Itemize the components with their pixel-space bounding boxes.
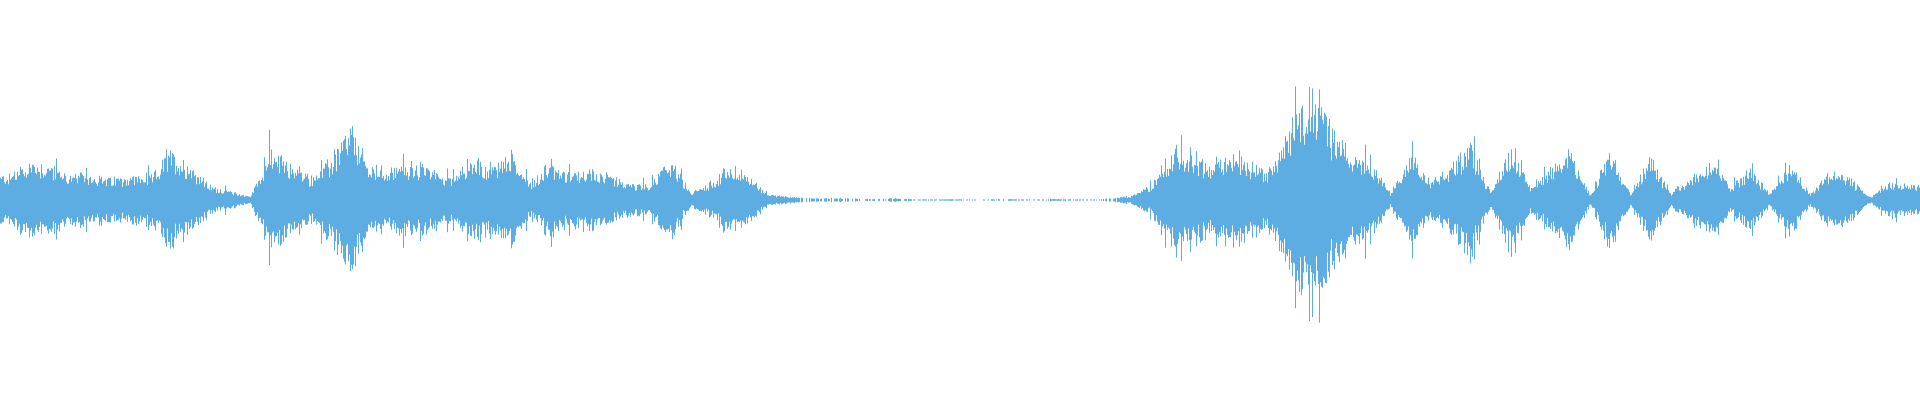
waveform-segment	[1003, 199, 1020, 201]
waveform-segment	[0, 171, 20, 230]
waveform-segment	[1740, 163, 1760, 236]
waveform-segment	[883, 198, 900, 202]
waveform-segment	[40, 158, 60, 240]
waveform-segment	[740, 169, 760, 228]
waveform-segment	[440, 168, 460, 233]
waveform-segment	[1700, 159, 1720, 236]
waveform-segment	[1780, 162, 1800, 239]
waveform-segment	[1580, 178, 1600, 222]
waveform-segment	[1300, 87, 1320, 323]
waveform-segment	[940, 199, 960, 201]
waveform-segment	[1480, 169, 1500, 232]
waveform-segment	[1320, 107, 1340, 288]
waveform-segment	[140, 165, 160, 231]
waveform-segment	[1340, 140, 1360, 259]
waveform-segment	[200, 176, 220, 223]
waveform-segment	[983, 199, 1000, 201]
waveform-segment	[1600, 153, 1620, 248]
waveform-segment	[600, 172, 620, 226]
waveform-segment	[500, 149, 520, 249]
waveform-segment	[1880, 178, 1900, 223]
waveform-segment	[400, 153, 420, 248]
waveform-segment	[340, 126, 360, 271]
waveform-segment	[160, 149, 180, 249]
waveform-segment	[100, 176, 120, 226]
waveform-segment	[1420, 173, 1440, 228]
waveform-segment	[260, 130, 280, 265]
waveform-segment	[700, 174, 720, 228]
waveform-segment	[1860, 189, 1880, 211]
waveform-segment	[780, 195, 800, 205]
waveform-segment	[460, 158, 480, 242]
waveform-segment	[1440, 155, 1460, 245]
waveform-segment	[640, 174, 660, 226]
waveform-segment	[20, 163, 40, 238]
waveform-segment	[1360, 144, 1380, 259]
waveform-segment	[1120, 192, 1140, 208]
waveform-segment	[80, 167, 100, 233]
waveform-segment	[1042, 198, 1060, 202]
waveform-segment	[520, 169, 540, 232]
waveform-segment	[1460, 136, 1480, 264]
waveform-segment	[1140, 174, 1160, 225]
waveform-bars	[0, 86, 1920, 323]
waveform-segment	[1640, 157, 1660, 241]
waveform-segment	[1400, 141, 1420, 259]
waveform-segment	[760, 187, 780, 215]
waveform-segment	[660, 165, 680, 240]
waveform-segment	[801, 197, 819, 203]
waveform-segment	[1080, 199, 1100, 201]
waveform-segment	[1260, 152, 1280, 252]
waveform-segment	[220, 185, 240, 216]
waveform-segment	[480, 161, 500, 243]
waveform-segment	[1760, 175, 1780, 223]
waveform-segment	[180, 160, 200, 243]
waveform-segment	[420, 162, 440, 241]
waveform-segment	[60, 173, 80, 227]
waveform-segment	[865, 198, 880, 202]
waveform-segment	[580, 169, 600, 232]
waveform-segment	[360, 148, 380, 252]
waveform-segment	[920, 199, 940, 201]
waveform-segment	[1220, 150, 1240, 248]
waveform-segment	[1720, 175, 1740, 224]
waveform-segment	[1680, 173, 1700, 228]
waveform-segment	[1240, 156, 1260, 243]
waveform-segment	[1101, 197, 1120, 203]
waveform-segment	[560, 164, 580, 236]
waveform-segment	[1620, 176, 1640, 222]
waveform-segment	[1660, 176, 1680, 226]
waveform-segment	[720, 166, 740, 233]
waveform-segment	[540, 158, 560, 247]
waveform-segment	[900, 198, 920, 202]
waveform-segment	[1021, 199, 1040, 201]
waveform-segment	[380, 165, 400, 236]
waveform-segment	[840, 198, 860, 202]
waveform-segment	[300, 172, 320, 228]
waveform-segment	[120, 176, 140, 226]
waveform-segment	[960, 199, 976, 201]
waveform-segment	[680, 168, 700, 231]
waveform-segment	[1800, 177, 1820, 221]
waveform-segment	[1540, 163, 1560, 238]
waveform-segment	[1160, 144, 1180, 258]
waveform-segment	[1180, 135, 1200, 262]
waveform-segment	[1380, 177, 1400, 224]
waveform-segment	[1840, 174, 1860, 227]
waveform-segment	[1060, 199, 1080, 201]
waveform-segment	[1200, 156, 1220, 247]
waveform-segment	[1900, 183, 1920, 216]
waveform-segment	[620, 182, 640, 218]
waveform-segment	[1500, 148, 1520, 257]
waveform-segment	[240, 180, 260, 222]
waveform-segment	[1560, 149, 1580, 251]
waveform-segment	[820, 197, 840, 203]
waveform-segment	[1280, 86, 1300, 309]
waveform-segment	[1520, 160, 1540, 241]
waveform-segment	[280, 155, 300, 246]
waveform-segment	[1820, 171, 1840, 227]
waveform-segment	[320, 149, 340, 255]
